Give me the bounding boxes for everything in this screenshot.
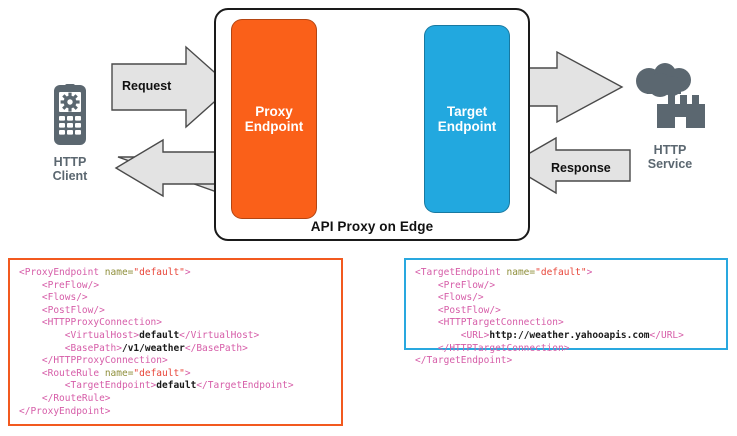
proxy-endpoint-xml-block: <ProxyEndpoint name="default"> <PreFlow/… (8, 258, 343, 426)
code-line: <PreFlow/> (41, 279, 100, 291)
code-line: <BasePath>/v1/weather</BasePath> (64, 342, 248, 354)
http-client-caption-line1: HTTP (53, 155, 87, 169)
api-proxy-container-label: API Proxy on Edge (310, 219, 434, 234)
arrows-layer (111, 45, 631, 198)
code-line: <HTTPTargetConnection> (437, 317, 564, 329)
proxy-endpoint-box[interactable]: Proxy Endpoint (231, 19, 317, 219)
code-line: <TargetEndpoint name="default"> (415, 267, 593, 278)
code-line: <HTTPProxyConnection> (41, 317, 162, 329)
response-arrow (507, 136, 631, 195)
target-endpoint-xml-block: <TargetEndpoint name="default"> <PreFlow… (404, 258, 728, 366)
code-line: <PostFlow/> (41, 304, 105, 316)
proxy-endpoint-label-line2: Endpoint (244, 119, 304, 134)
target-endpoint-label-line1: Target (446, 104, 488, 119)
code-line: </TargetEndpoint> (415, 355, 513, 367)
code-line: <URL>http://weather.yahooapis.com</URL> (460, 329, 684, 341)
code-line: <PostFlow/> (437, 304, 501, 316)
http-client-caption-line2: Client (52, 169, 88, 183)
code-line: <Flows/> (41, 292, 88, 304)
api-proxy-flow-diagram: Proxy Endpoint Target Endpoint API Proxy… (30, 8, 718, 241)
http-service-caption-line1: HTTP (653, 143, 687, 157)
target-endpoint-box[interactable]: Target Endpoint (424, 25, 510, 213)
mobile-phone-gear-icon (54, 84, 86, 145)
request-arrow (111, 45, 233, 129)
request-arrow-label: Request (122, 79, 172, 93)
target-endpoint-label-line2: Endpoint (437, 119, 497, 134)
code-line: <Flows/> (437, 292, 484, 304)
code-line: </RouteRule> (41, 392, 111, 404)
proxy-endpoint-label-line1: Proxy (255, 104, 293, 119)
code-line: </ProxyEndpoint> (19, 405, 111, 417)
code-line: </HTTPProxyConnection> (41, 355, 168, 367)
factory-cloud-icon (636, 63, 705, 128)
http-service-caption-line2: Service (647, 157, 693, 171)
code-line: <ProxyEndpoint name="default"> (19, 267, 191, 278)
code-line: </HTTPTargetConnection> (437, 342, 570, 354)
code-line: <TargetEndpoint>default</TargetEndpoint> (64, 380, 294, 392)
code-line: <RouteRule name="default"> (41, 367, 191, 379)
response-arrow-label: Response (551, 161, 611, 175)
code-line: <VirtualHost>default</VirtualHost> (64, 329, 260, 341)
http-service-node: HTTP Service (622, 62, 718, 171)
code-line: <PreFlow/> (437, 279, 496, 291)
http-client-node: HTTP Client (30, 84, 110, 183)
